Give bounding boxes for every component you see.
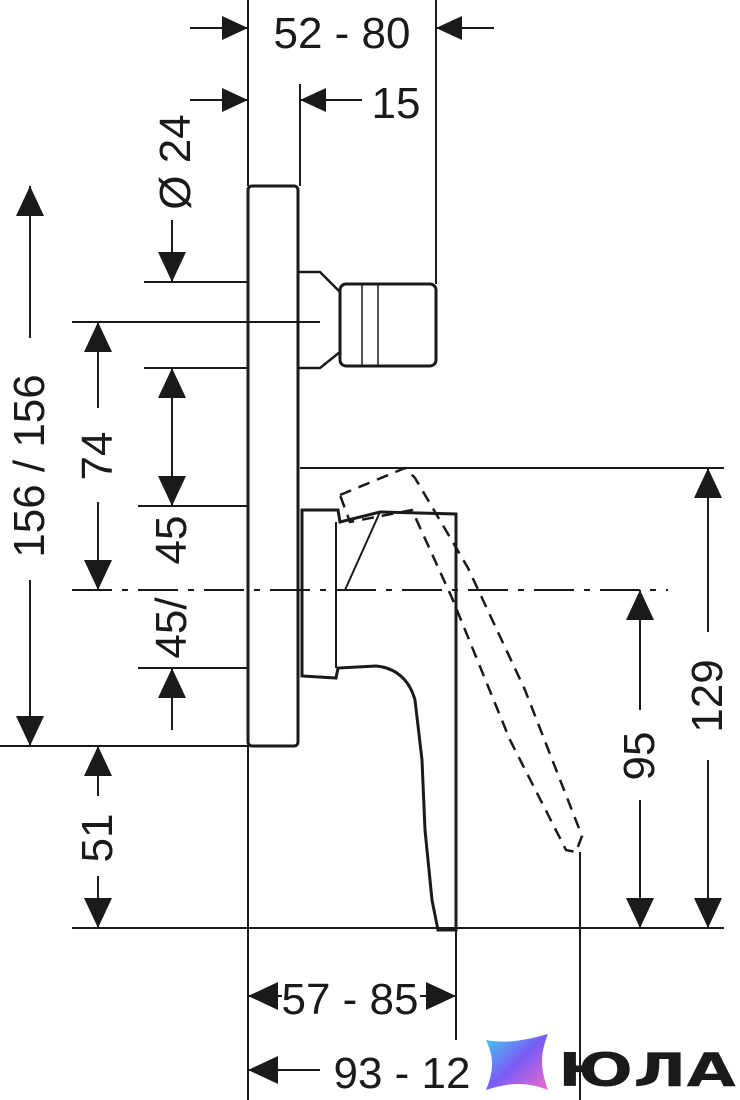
yula-logo: ЮЛА [486,1034,737,1097]
dim-upper-half: 45 [147,516,196,565]
dim-total-height: 156 / 156 [5,374,54,558]
dim-top-offset: 15 [372,79,421,128]
dim-bottom-range-1: 57 - 85 [282,975,419,1024]
logo-star-icon [486,1034,548,1090]
logo-text: ЮЛА [558,1043,737,1097]
lever-body [300,508,458,932]
dim-lever-total: 129 [683,659,732,732]
dim-lever-height: 95 [615,732,664,781]
upper-cap [338,282,438,368]
wall-plate [246,184,300,748]
dim-bottom-range-2: 93 - 12 [334,1049,471,1098]
dim-bottom: 51 [73,814,122,863]
upper-connector [298,270,342,370]
dim-top-range: 52 - 80 [274,9,411,58]
lever-alt-position [338,466,584,854]
dim-diameter: Ø 24 [151,114,200,209]
dim-lower-half: 45/ [147,597,196,659]
dim-spacing: 74 [73,432,122,481]
